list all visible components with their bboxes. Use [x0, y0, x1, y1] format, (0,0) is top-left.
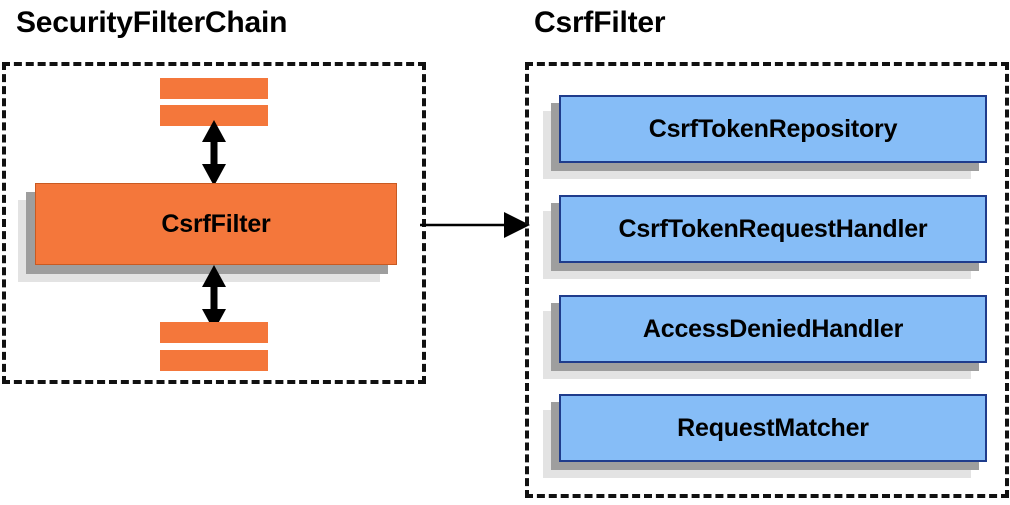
card-label-accessdeniedhandler: AccessDeniedHandler [642, 314, 904, 343]
panel-title-security-filter-chain: SecurityFilterChain [16, 6, 288, 39]
card-face: AccessDeniedHandler [559, 295, 987, 363]
panel-title-csrf-filter: CsrfFilter [534, 6, 666, 39]
card-face: CsrfFilter [35, 183, 397, 265]
filter-bar-top-1 [160, 78, 268, 99]
expand-arrow-csrffilter [420, 212, 530, 238]
card-accessdeniedhandler[interactable]: AccessDeniedHandler [543, 295, 987, 380]
card-requestmatcher[interactable]: RequestMatcher [543, 394, 987, 479]
double-arrow-above-csrffilter [202, 120, 226, 186]
card-label-csrffilter: CsrfFilter [161, 209, 271, 238]
card-label-csrftokenrepository: CsrfTokenRepository [648, 114, 898, 143]
card-csrftokenrepository[interactable]: CsrfTokenRepository [543, 95, 987, 180]
double-arrow-below-csrffilter [202, 265, 226, 331]
card-face: CsrfTokenRequestHandler [559, 195, 987, 263]
panel-csrf-filter [525, 62, 1009, 498]
filter-bar-bottom-1 [160, 322, 268, 343]
panel-security-filter-chain [2, 62, 426, 384]
card-csrffilter[interactable]: CsrfFilter [18, 183, 414, 282]
card-csrftokenrequesthandler[interactable]: CsrfTokenRequestHandler [543, 195, 987, 280]
filter-bar-bottom-2 [160, 350, 268, 371]
card-label-csrftokenrequesthandler: CsrfTokenRequestHandler [618, 214, 928, 243]
card-label-requestmatcher: RequestMatcher [677, 413, 869, 442]
card-face: CsrfTokenRepository [559, 95, 987, 163]
card-face: RequestMatcher [559, 394, 987, 462]
